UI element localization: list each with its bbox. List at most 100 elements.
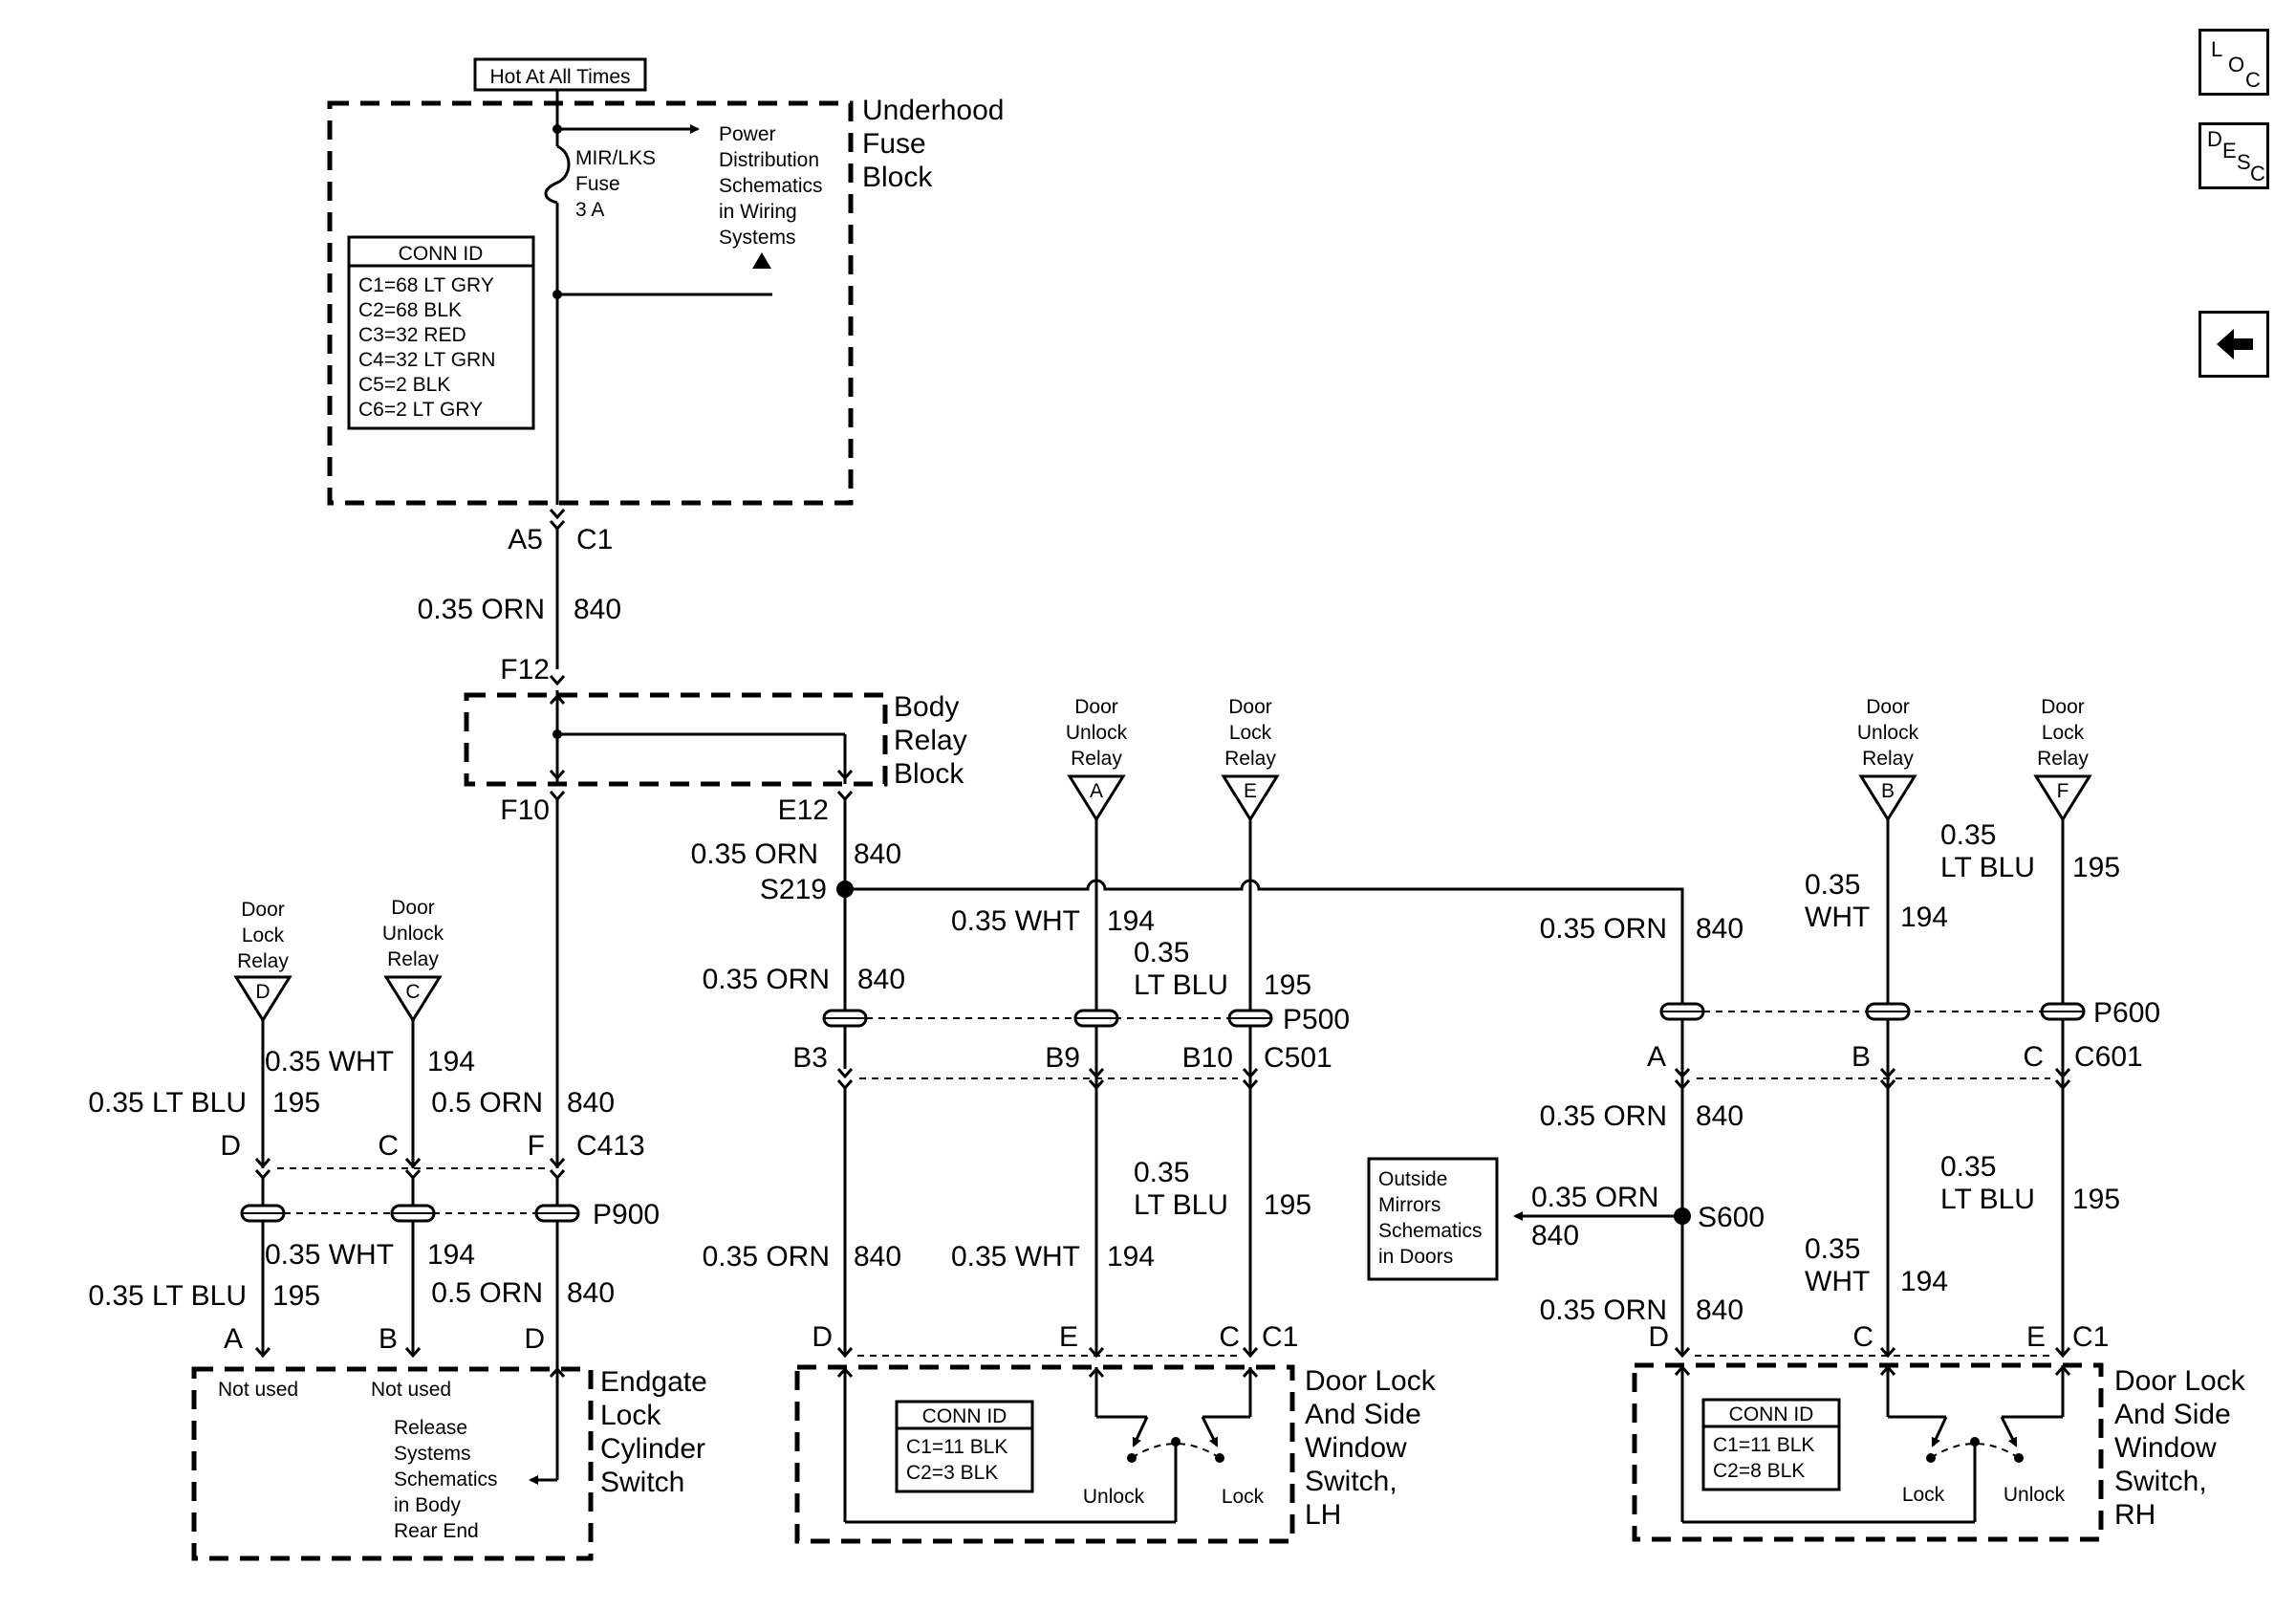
location-button[interactable]: L O C: [2199, 29, 2269, 96]
fuse-name: MIR/LKS: [575, 147, 656, 169]
relay-label-lock: Lock: [2042, 722, 2085, 744]
door-unlock-relay-a: [1067, 774, 1126, 822]
wire-circuit-orn-lower: 840: [1696, 1295, 1744, 1326]
wire-circuit-wht-lower: 194: [427, 1239, 475, 1271]
switch-unlock-label: Unlock: [2004, 1484, 2066, 1506]
conn-id-row: C2=3 BLK: [906, 1462, 998, 1484]
wire-size-blu-1: 0.35: [1940, 819, 1996, 851]
power-distribution-label-3: Schematics: [719, 175, 823, 197]
lh-switch-label-2: And Side: [1305, 1399, 1421, 1430]
power-distribution-label-5: Systems: [719, 227, 796, 249]
underhood-fuse-block: Hot At All Times Underhood Fuse Block MI…: [327, 57, 1004, 506]
wire-size-blu-2: LT BLU: [1134, 969, 1228, 1001]
om-label-2: Mirrors: [1378, 1194, 1440, 1216]
release-label-5: Rear End: [394, 1520, 479, 1542]
wire-circuit-blu-lower: 195: [1264, 1189, 1311, 1221]
relay-pin-e: E: [1244, 780, 1257, 802]
pin-d: D: [812, 1321, 833, 1353]
wire-circuit-orn-lower: 840: [854, 1241, 901, 1273]
wire-circuit-blu: 195: [272, 1087, 320, 1119]
connector-c501: C501: [1264, 1042, 1332, 1074]
conn-id-row: C6=2 LT GRY: [358, 399, 483, 421]
pin-e: E: [2026, 1321, 2046, 1353]
relay-label-lock: Lock: [242, 925, 285, 946]
lh-switch-label-5: LH: [1305, 1499, 1341, 1531]
arrow-left-icon: [2217, 329, 2253, 359]
pin-a5: A5: [508, 524, 543, 555]
relay-label-unlock: Unlock: [1066, 722, 1128, 744]
lh-switch-label-3: Window: [1305, 1432, 1407, 1464]
door-lock-relay-d: [233, 975, 292, 1023]
relay-label-relay: Relay: [1224, 748, 1276, 770]
relay-label-unlock: Unlock: [1857, 722, 1919, 744]
connector-c1: C1: [576, 524, 613, 555]
door-lock-window-switch-lh: [794, 1364, 1295, 1544]
pin-b9: B9: [1045, 1042, 1080, 1074]
wire-size-blu-lower-1: 0.35: [1940, 1151, 1996, 1183]
wire-circuit-blu-lower: 195: [272, 1280, 320, 1312]
desc-letter-e: E: [2222, 139, 2237, 163]
switch-lock-label: Lock: [1902, 1484, 1945, 1506]
wire-circuit-blu-lower: 195: [2072, 1184, 2120, 1215]
connector-p600: P600: [2093, 997, 2160, 1029]
back-button[interactable]: [2199, 311, 2269, 378]
conn-id-row: C2=8 BLK: [1713, 1460, 1805, 1482]
wire-size-blu-1: 0.35: [1134, 937, 1189, 968]
wire-size-orn-mid: 0.35 ORN: [1540, 1100, 1667, 1132]
conn-id-row: C3=32 RED: [358, 324, 466, 346]
fuse-block-label-2: Fuse: [862, 128, 926, 160]
desc-letter-s: S: [2237, 150, 2251, 174]
relay-pin-f: F: [2057, 780, 2069, 802]
rh-switch-label-2: And Side: [2114, 1399, 2231, 1430]
wire-size-wht: 0.35 WHT: [951, 905, 1080, 937]
door-lock-window-switch-rh: [1632, 1362, 2104, 1542]
pin-c: C: [378, 1130, 399, 1162]
connector-c601: C601: [2074, 1041, 2143, 1073]
description-button[interactable]: D E S C: [2199, 122, 2269, 189]
wire-size-orn: 0.35 ORN: [1540, 913, 1667, 945]
wire-size-blu: 0.35 LT BLU: [88, 1087, 247, 1119]
power-distribution-label-4: in Wiring: [719, 201, 797, 223]
wire-size-blu-lower-2: LT BLU: [1134, 1189, 1228, 1221]
wire-circuit-orn-mid: 840: [1696, 1100, 1744, 1132]
relay-block-label-2: Relay: [894, 725, 967, 756]
wire-circuit-blu: 195: [1264, 969, 1311, 1001]
endgate-label-1: Endgate: [600, 1366, 707, 1398]
power-distribution-label-2: Distribution: [719, 149, 819, 171]
relay-label-door: Door: [241, 899, 285, 921]
reference-triangle-icon: [752, 252, 771, 269]
power-distribution-label-1: Power: [719, 123, 776, 145]
connector-c1: C1: [1262, 1321, 1298, 1353]
desc-letter-c: C: [2250, 162, 2265, 185]
pin-e12: E12: [778, 794, 829, 826]
wire-size-wht-lower-2: WHT: [1805, 1266, 1870, 1297]
loc-letter-o: O: [2228, 53, 2245, 76]
door-unlock-relay-c: [383, 975, 443, 1023]
wire-size-orn: 0.35 ORN: [703, 964, 830, 995]
pin-d: D: [1648, 1321, 1669, 1353]
wire-size-om: 0.35 ORN: [1531, 1182, 1658, 1213]
relay-pin-d: D: [255, 981, 270, 1003]
wire-size-orn: 0.5 ORN: [431, 1087, 543, 1119]
endgate-label-2: Lock: [600, 1400, 661, 1431]
conn-id-row: C4=32 LT GRN: [358, 349, 495, 371]
relay-pin-c: C: [405, 981, 420, 1003]
relay-block-label-3: Block: [894, 758, 964, 790]
pin-f: F: [528, 1130, 545, 1162]
pin-a: A: [1647, 1041, 1666, 1073]
pin-c-lower: C: [1852, 1321, 1874, 1353]
endgate-label-4: Switch: [600, 1467, 684, 1498]
wire-size-wht-lower-1: 0.35: [1805, 1233, 1860, 1265]
not-used-a: Not used: [218, 1379, 298, 1401]
conn-id-table-ufb: CONN ID C1=68 LT GRY C2=68 BLK C3=32 RED…: [347, 235, 535, 430]
wire-circuit-wht-lower: 194: [1900, 1266, 1948, 1297]
splice-s600: S600: [1698, 1202, 1765, 1233]
wire-size-e12: 0.35 ORN: [691, 838, 818, 870]
wire-size-blu-lower-1: 0.35: [1134, 1157, 1189, 1188]
conn-id-table-lh: CONN ID C1=11 BLK C2=3 BLK: [895, 1400, 1034, 1493]
fuse-block-label-3: Block: [862, 162, 933, 193]
loc-letter-c: C: [2245, 68, 2261, 92]
conn-id-row: C1=68 LT GRY: [358, 274, 494, 296]
body-relay-block: Body Relay Block F10 E12: [464, 690, 967, 826]
